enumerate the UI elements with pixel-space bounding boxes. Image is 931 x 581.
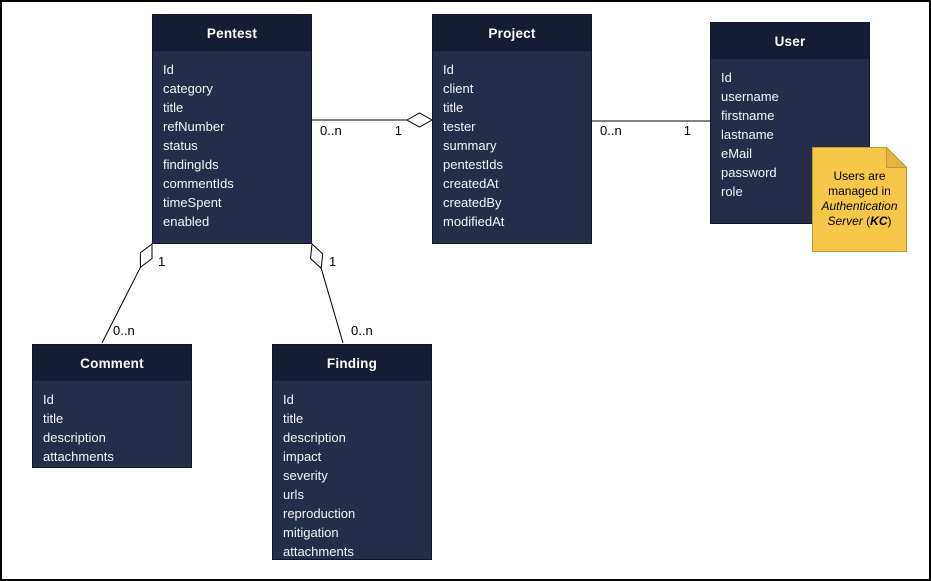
- entity-field: createdBy: [443, 195, 502, 210]
- entity-field: enabled: [163, 214, 210, 229]
- entity-field: attachments: [43, 449, 114, 464]
- entity-user-fields: Id username firstname lastname eMail password…: [711, 59, 869, 201]
- note-fold-corner: [886, 147, 907, 168]
- entity-project-fields: Id client title tester summary pentestIds crea…: [433, 51, 591, 231]
- entity-field: refNumber: [163, 119, 225, 134]
- multiplicity-label: 1: [158, 254, 165, 269]
- entity-comment-fields: Id title description attachments: [33, 381, 191, 466]
- entity-field: impact: [283, 449, 322, 464]
- entity-pentest-title: Pentest: [153, 15, 311, 51]
- multiplicity-label: 1: [395, 123, 402, 138]
- multiplicity-label: 1: [684, 123, 691, 138]
- entity-field: pentestIds: [443, 157, 503, 172]
- entity-field: description: [43, 430, 106, 445]
- entity-field: title: [283, 411, 304, 426]
- entity-comment: Comment Id title description attachments: [32, 344, 192, 468]
- entity-field: Id: [721, 70, 732, 85]
- entity-field: title: [43, 411, 64, 426]
- relationship-pentest-comment-line: [101, 267, 141, 344]
- entity-project: Project Id client title tester summary pentes…: [432, 14, 592, 244]
- entity-field: tester: [443, 119, 476, 134]
- entity-field: attachments: [283, 544, 354, 559]
- entity-field: findingIds: [163, 157, 219, 172]
- entity-field: client: [443, 81, 474, 96]
- entity-field: reproduction: [283, 506, 356, 521]
- entity-field: severity: [283, 468, 328, 483]
- entity-pentest-fields: Id category title refNumber status findingIds…: [153, 51, 311, 231]
- multiplicity-label: 0..n: [320, 123, 342, 138]
- entity-finding: Finding Id title description impact severity…: [272, 344, 432, 560]
- aggregation-diamond-comment: [139, 243, 153, 269]
- entity-field: summary: [443, 138, 497, 153]
- aggregation-diamond-finding: [309, 242, 324, 270]
- entity-field: firstname: [721, 108, 775, 123]
- entity-finding-fields: Id title description impact severity urls repr…: [273, 381, 431, 561]
- entity-field: title: [163, 100, 184, 115]
- entity-field: Id: [283, 392, 294, 407]
- entity-project-title: Project: [433, 15, 591, 51]
- entity-field: mitigation: [283, 525, 339, 540]
- entity-field: password: [721, 165, 777, 180]
- multiplicity-label: 1: [329, 254, 336, 269]
- entity-field: description: [283, 430, 346, 445]
- entity-user-title: User: [711, 23, 869, 59]
- entity-field: Id: [443, 62, 454, 77]
- entity-field: timeSpent: [163, 195, 222, 210]
- entity-field: category: [163, 81, 213, 96]
- entity-field: status: [163, 138, 198, 153]
- aggregation-diamond-project: [405, 112, 434, 128]
- multiplicity-label: 0..n: [351, 323, 373, 338]
- entity-comment-title: Comment: [33, 345, 191, 381]
- entity-field: username: [721, 89, 779, 104]
- entity-field: Id: [43, 392, 54, 407]
- sticky-note-shape: [812, 147, 907, 252]
- entity-field: role: [721, 184, 743, 199]
- entity-field: urls: [283, 487, 304, 502]
- sticky-note-text: Users are managed in Authentication Serv…: [821, 169, 898, 228]
- multiplicity-label: 0..n: [113, 323, 135, 338]
- entity-field: Id: [163, 62, 174, 77]
- entity-field: eMail: [721, 146, 753, 161]
- entity-field: lastname: [721, 127, 774, 142]
- entity-field: createdAt: [443, 176, 499, 191]
- entity-field: title: [443, 100, 464, 115]
- multiplicity-label: 0..n: [600, 123, 622, 138]
- relationship-pentest-finding-line: [320, 268, 344, 344]
- sticky-note: Users are managed in Authentication Serv…: [812, 147, 907, 252]
- entity-field: modifiedAt: [443, 214, 505, 229]
- entity-field: commentIds: [163, 176, 234, 191]
- entity-pentest: Pentest Id category title refNumber status fi…: [152, 14, 312, 244]
- entity-finding-title: Finding: [273, 345, 431, 381]
